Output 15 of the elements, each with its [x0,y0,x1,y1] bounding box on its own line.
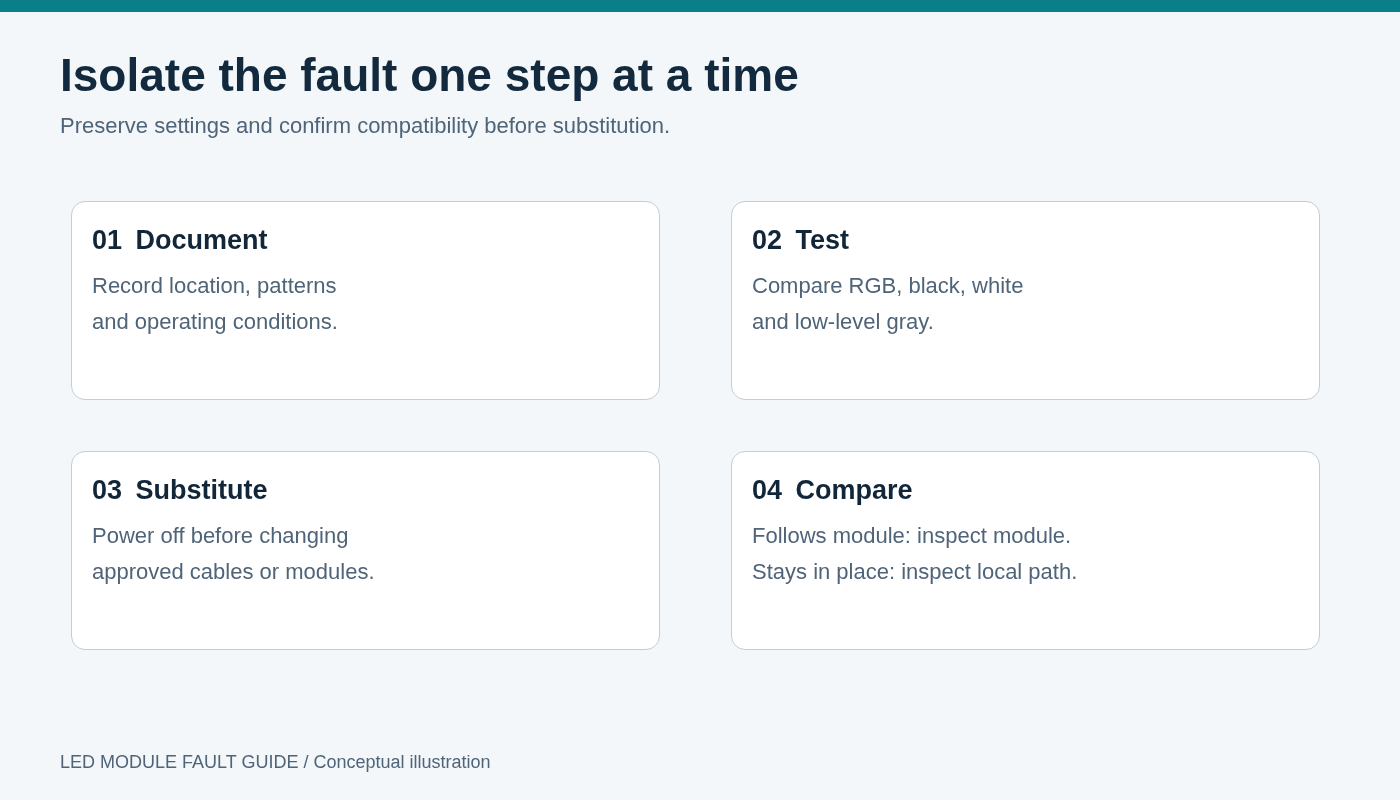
step-card [71,201,660,400]
step-description: Record location, patterns and operating conditions. [92,272,339,336]
step-heading: 03 Substitute [92,474,268,507]
step-heading: 04 Compare [752,474,913,507]
step-description: Compare RGB, black, white and low-level gray. [752,272,1025,336]
footer-note: LED MODULE FAULT GUIDE / Conceptual illustration [60,751,491,774]
title: Isolate the fault one step at a time [60,48,799,103]
step-description: Follows module: inspect module. Stays in place: inspect local path. [752,522,1079,586]
step-card [71,451,660,650]
subtitle: Preserve settings and confirm compatibility before substitution. [60,112,671,140]
step-heading: 01 Document [92,224,268,257]
step-heading: 02 Test [752,224,850,257]
step-description: Power off before changing approved cables or modules. [92,522,376,586]
step-card [731,201,1320,400]
step-card [731,451,1320,650]
